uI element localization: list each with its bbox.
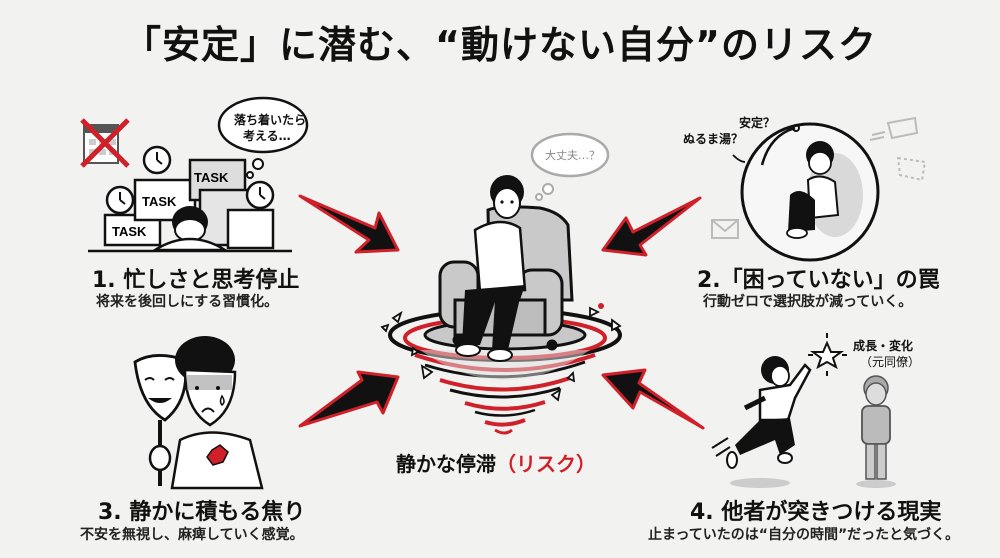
center-thought: 大丈夫…？ <box>545 149 600 162</box>
task-label: TASK <box>194 170 229 185</box>
star-icon <box>808 333 847 376</box>
panel1-thought-line1: 落ち着いたら <box>234 113 307 127</box>
jumping-person <box>711 356 812 488</box>
worried-person <box>170 336 264 490</box>
center-illustration <box>380 132 622 435</box>
arrow-bottom-left-icon <box>298 370 400 428</box>
former-colleague <box>856 375 896 488</box>
panel4-illustration <box>711 333 896 488</box>
seated-person <box>455 175 527 362</box>
panel2-title: 2.「困っていない」の罠 <box>697 268 940 293</box>
flying-paper-icons <box>711 116 927 239</box>
panel2-subtitle: 行動ゼロで選択肢が減っていく。 <box>703 294 913 310</box>
clock-icon <box>142 145 172 175</box>
task-label: TASK <box>112 224 147 239</box>
clock-icon <box>245 180 275 210</box>
thought-cloud-grey <box>530 132 610 201</box>
panel1-illustration: TASK TASK TASK <box>80 96 309 253</box>
panel1-subtitle: 将来を後回しにする習慣化。 <box>96 294 279 310</box>
task-label: TASK <box>142 194 177 209</box>
center-caption-main: 静かな停滞 <box>396 452 496 476</box>
arrow-top-left-icon <box>298 194 400 254</box>
sitting-person <box>786 141 840 239</box>
debris <box>380 303 622 402</box>
panel3-subtitle: 不安を無視し、麻痺していく感覚。 <box>80 527 304 543</box>
panel2-illustration <box>711 116 927 262</box>
arrow-bottom-right-icon <box>601 368 705 430</box>
panel4-subtitle: 止まっていたのは“自分の時間”だったと気づく。 <box>648 527 960 543</box>
exhausted-person <box>150 206 230 252</box>
crossed-calendar-icon <box>80 118 130 168</box>
panel4-label-line1: 成長・変化 <box>853 339 914 353</box>
panel2-thought-line2: ぬるま湯？ <box>683 132 744 146</box>
panel1-thought-line2: 考える… <box>243 129 291 143</box>
panel3-title: 3. 静かに積もる焦り <box>98 500 306 525</box>
center-caption: 静かな停滞（リスク） <box>396 448 596 477</box>
panel1-title: 1. 忙しさと思考停止 <box>92 268 300 293</box>
panel4-label-line2: （元同僚） <box>860 355 921 369</box>
clock-icon <box>105 185 135 215</box>
panel3-illustration <box>133 336 264 490</box>
speech-tail <box>732 154 746 163</box>
panel2-thought-line1: 安定？ <box>738 116 775 130</box>
task-boxes <box>103 158 275 250</box>
smiling-mask-icon <box>133 354 188 486</box>
thought-cloud <box>217 96 309 179</box>
center-caption-risk: （リスク） <box>496 452 596 476</box>
arrow-top-right-icon <box>601 196 702 257</box>
panel4-title: 4. 他者が突きつける現実 <box>690 500 942 525</box>
page-title: 「安定」に潜む、“動けない自分”のリスク <box>123 23 877 67</box>
